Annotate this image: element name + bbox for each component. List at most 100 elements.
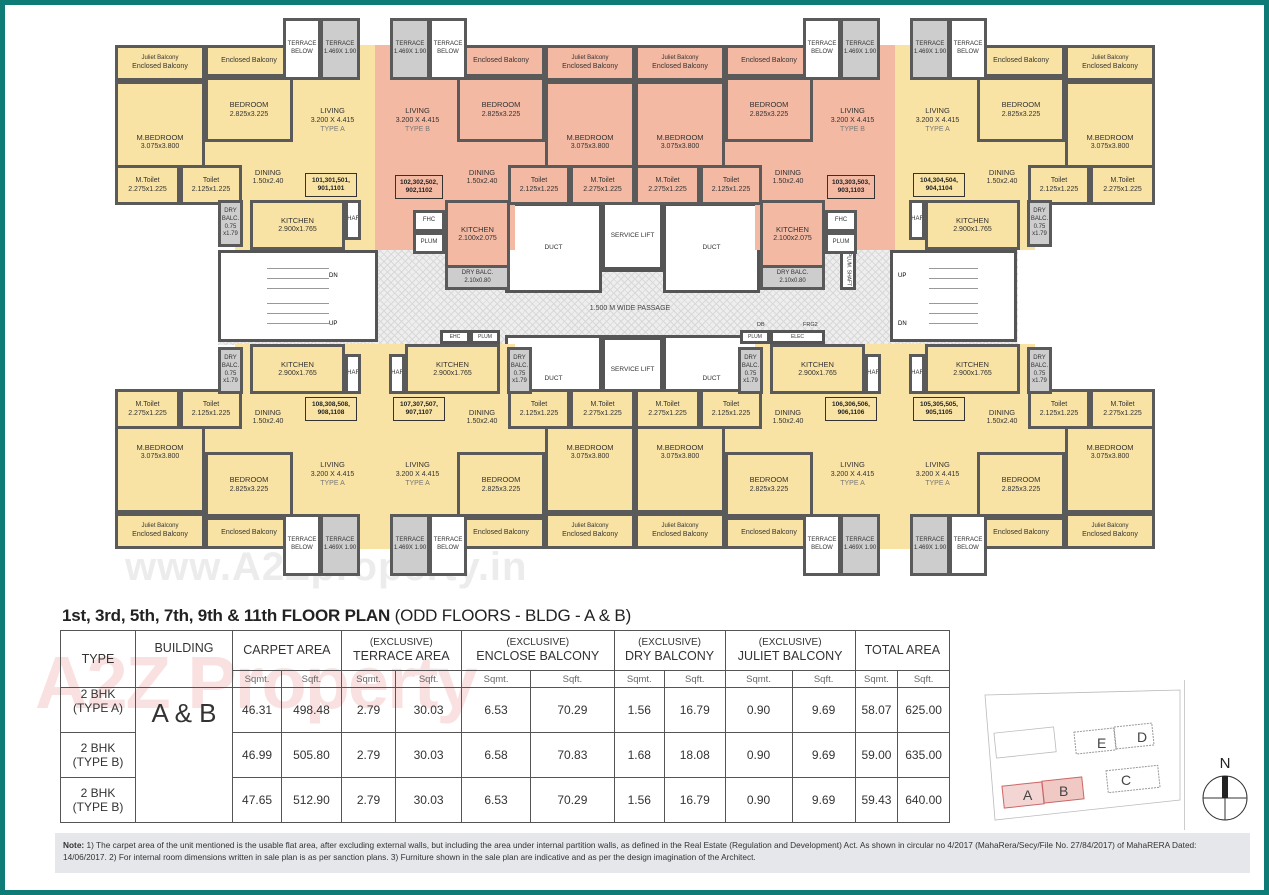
cell-value: 47.65 — [231, 777, 283, 823]
terrace: TERRACE 1.469X 1.90 — [840, 18, 880, 80]
room-label: Enclosed Balcony — [993, 57, 1049, 65]
room-label: 3.075x3.800 — [660, 143, 700, 151]
terrace: TERRACE 1.469X 1.90 — [910, 514, 950, 576]
plumbing-shaft: PLUM. SHAFT — [840, 250, 856, 290]
room-label: SHAFT — [347, 370, 360, 377]
room-label: 2.275x1.225 — [648, 186, 687, 193]
shaft: SHAFT — [389, 354, 405, 394]
room-label: LIVING — [405, 106, 430, 116]
room-label: BEDROOM — [749, 100, 789, 110]
terrace: TERRACE 1.469X 1.90 — [840, 514, 880, 576]
cell-value: 30.03 — [395, 777, 462, 823]
cell-value: 0.90 — [724, 732, 793, 778]
site-key-plan: E D C A B — [955, 680, 1185, 830]
cell-building: A & B — [135, 687, 233, 823]
site-building-e: E — [1073, 727, 1117, 755]
col-carpet: CARPET AREA — [232, 630, 342, 671]
room-label: 2.125x1.225 — [1039, 186, 1079, 193]
room-label: 3.075x3.800 — [1090, 143, 1130, 151]
unit-number-label: 103,303,503, 903,1103 — [827, 175, 875, 199]
room-label: Enclosed Balcony — [221, 529, 277, 537]
room-label: M.BEDROOM — [566, 442, 614, 452]
site-label-b: B — [1059, 783, 1068, 799]
room-label: TERRACE BELOW — [807, 537, 837, 551]
plan-title-subtitle: (ODD FLOORS - BLDG - A & B) — [394, 606, 632, 625]
room-label: FHC — [834, 217, 848, 224]
cell-value: 512.90 — [281, 777, 342, 823]
room-label: TERRACE 1.469X 1.90 — [393, 41, 427, 55]
stair-down-label: DN — [329, 273, 338, 279]
cell-value: 46.31 — [231, 687, 283, 733]
room-label: 2.825x3.225 — [229, 485, 269, 493]
room-label: KITCHEN — [436, 359, 469, 369]
site-building-d: D — [1113, 722, 1155, 750]
room-label: PLUM — [420, 239, 438, 246]
room-label: Enclosed Balcony — [741, 57, 797, 65]
terrace-below: TERRACE BELOW — [949, 18, 987, 80]
terrace-below: TERRACE BELOW — [949, 514, 987, 576]
room-label: 3.075x3.800 — [140, 143, 180, 151]
cell-value: 58.07 — [854, 687, 899, 733]
room-label: 2.900x1.765 — [953, 226, 992, 234]
col-juliet: (EXCLUSIVE)JULIET BALCONY — [724, 630, 856, 671]
cell-value: 70.83 — [530, 732, 615, 778]
cell-value: 9.69 — [791, 687, 856, 733]
unit-header-sqft: Sqft. — [663, 670, 726, 688]
room-label: LIVING — [320, 106, 345, 116]
room-label: Juliet Balcony — [141, 522, 179, 529]
room-label: 2.125x1.225 — [191, 410, 231, 417]
room-label: DRY BALC. 2.10x0.80 — [461, 269, 494, 284]
room-label: Enclosed Balcony — [652, 531, 708, 539]
unit-header-sqft: Sqft. — [395, 670, 462, 688]
room-label: M.BEDROOM — [656, 132, 704, 142]
room-label: TERRACE 1.469X 1.90 — [913, 41, 947, 55]
enclosed-balcony: Enclosed Balcony — [205, 517, 293, 549]
room-label: 2.275x1.225 — [128, 186, 167, 193]
col-enclose: (EXCLUSIVE)ENCLOSE BALCONY — [460, 630, 615, 671]
dry-balcony: DRY BALC. 0.75 x1.79 — [1027, 200, 1052, 247]
room-label: M.BEDROOM — [566, 132, 614, 142]
cell-value: 46.99 — [231, 732, 283, 778]
room-label: M.BEDROOM — [136, 132, 184, 142]
cell-value: 6.58 — [460, 732, 532, 778]
room-label: BEDROOM — [1001, 100, 1041, 110]
room-label: KITCHEN — [281, 215, 314, 225]
room-label: 2.900x1.765 — [278, 370, 317, 378]
room-label: Toilet — [1050, 400, 1068, 408]
room-label: TYPE A — [840, 479, 865, 487]
room-label: M.Toilet — [135, 400, 160, 408]
room-label: 2.900x1.765 — [953, 370, 992, 378]
enclosed-balcony: Enclosed Balcony — [725, 45, 813, 77]
unit-header-sqmt: Sqmt. — [340, 670, 397, 688]
room-label: Juliet Balcony — [141, 54, 179, 61]
staircase-right: UP DN — [890, 250, 1017, 342]
room-label: LIVING — [925, 106, 950, 116]
room-label: 2.275x1.225 — [1103, 186, 1142, 193]
room-label: 2.825x3.225 — [749, 485, 789, 493]
room-label: BEDROOM — [481, 475, 521, 485]
room-label: Toilet — [530, 176, 548, 184]
room-label: Enclosed Balcony — [562, 63, 618, 71]
unit-number-label: 105,305,505, 905,1105 — [913, 397, 965, 421]
cell-value: 2.79 — [340, 687, 397, 733]
room-label: 2.275x1.225 — [128, 410, 167, 417]
room-label: 1.50x2.40 — [986, 178, 1018, 186]
